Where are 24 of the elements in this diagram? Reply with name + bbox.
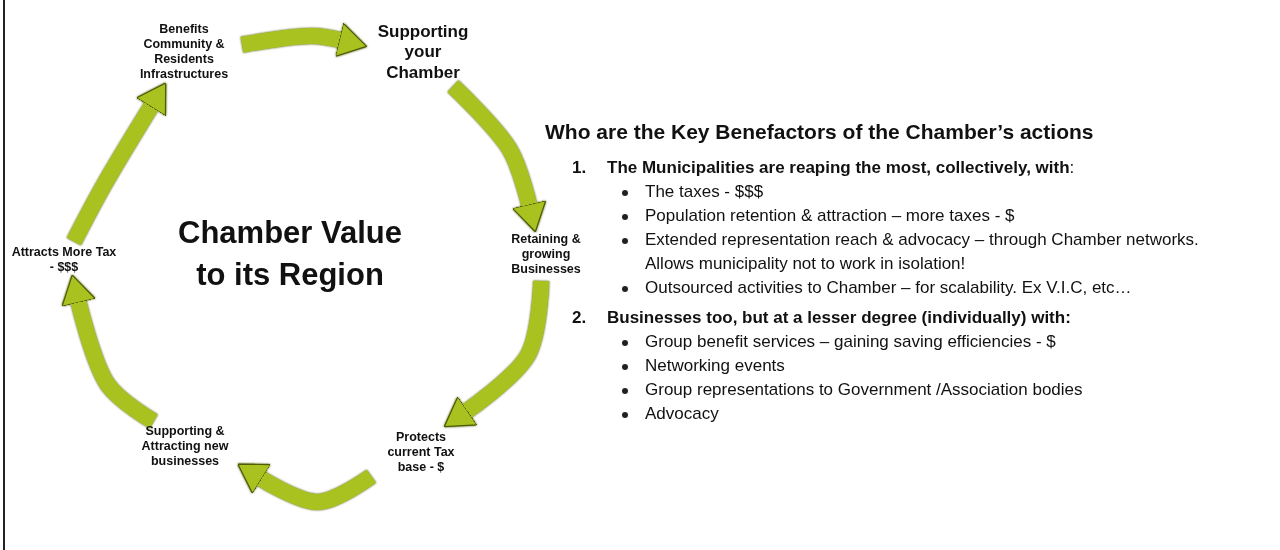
list-number: 2.: [572, 307, 588, 329]
list-text: Extended representation reach & advocacy – through Chamber networks. Allows municipality not to work in isolation!: [645, 229, 1200, 275]
list-text: Advocacy: [645, 403, 720, 425]
curved-arrow: [443, 280, 550, 428]
step-label: Attracts More Tax - $$$: [10, 245, 118, 275]
curved-arrow: [66, 82, 167, 246]
step-label: Protects current Tax base - $: [386, 430, 456, 475]
list-text: Group representations to Government /Association bodies: [645, 379, 1084, 401]
step-label: Benefits Community & Residents Infrastructures: [138, 22, 230, 82]
title: Who are the Key Benefactors of the Chamber’s actions: [545, 120, 1095, 144]
step-label: Supporting & Attracting new businesses: [140, 424, 230, 469]
list-text: Networking events: [645, 355, 786, 377]
step-label: Retaining & growing Businesses: [510, 232, 582, 277]
list-text: The Municipalities are reaping the most, collectively, with:: [607, 157, 1076, 179]
list-text: Population retention & attraction – more taxes - $: [645, 205, 1016, 227]
list-number: 1.: [572, 157, 588, 179]
step-label: Supporting your Chamber: [376, 22, 470, 84]
list-text: The taxes - $$$: [645, 181, 765, 203]
center-title: Chamber Value to its Region: [177, 214, 403, 294]
list-text: Businesses too, but at a lesser degree (individually) with:: [607, 307, 1072, 329]
list-text: Group benefit services – gaining saving efficiencies - $: [645, 331, 1057, 353]
curved-arrow: [447, 80, 547, 233]
curved-arrow: [240, 22, 368, 57]
list-text: Outsourced activities to Chamber – for scalability. Ex V.I.C, etc…: [645, 277, 1133, 299]
